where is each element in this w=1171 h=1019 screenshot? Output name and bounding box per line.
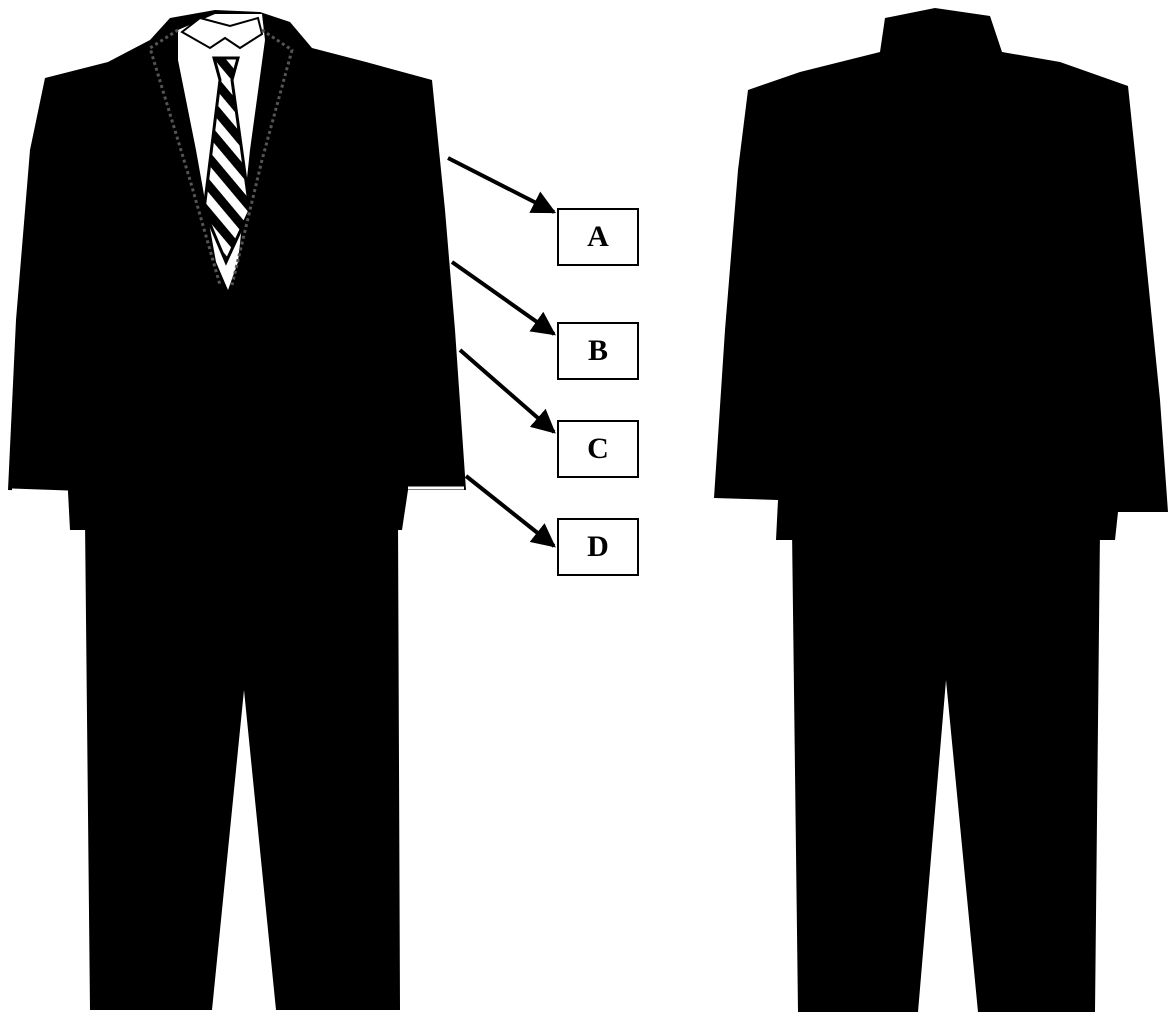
label-box-d: D (557, 518, 639, 576)
front-left-cuff (12, 490, 68, 492)
suit-back-view (714, 8, 1168, 1012)
label-box-a: A (557, 208, 639, 266)
arrow-c (460, 350, 554, 432)
arrow-b (452, 262, 554, 334)
arrow-a (448, 158, 554, 212)
back-jacket (714, 8, 1168, 540)
label-box-c: C (557, 420, 639, 478)
arrow-d (466, 476, 554, 546)
suit-front-view (8, 10, 466, 1010)
front-trousers (85, 520, 400, 1010)
label-box-b: B (557, 322, 639, 380)
back-trousers (792, 530, 1100, 1012)
